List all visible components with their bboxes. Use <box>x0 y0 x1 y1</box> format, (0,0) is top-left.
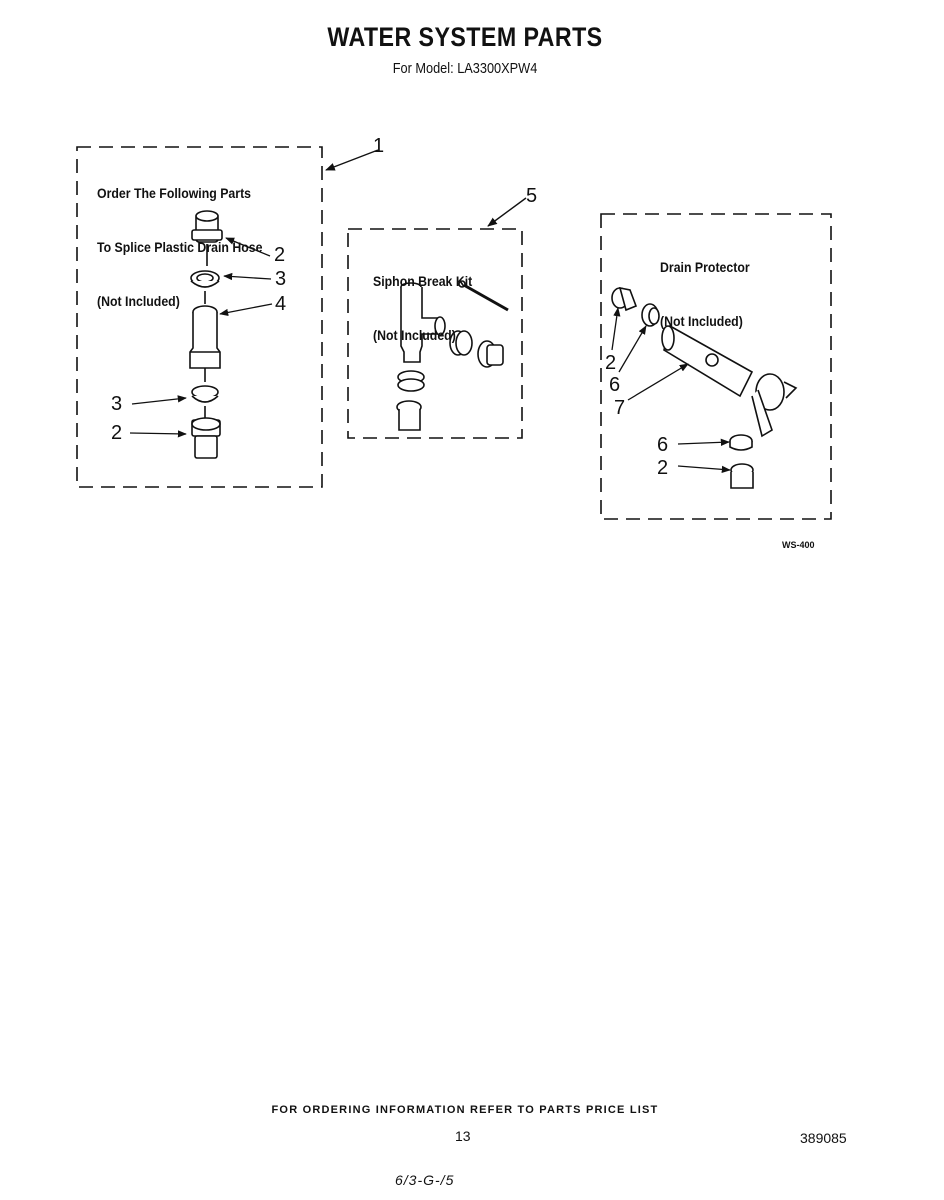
drain-protector-parts <box>611 286 798 489</box>
part-label: 2 <box>657 457 669 479</box>
drain-protector-heading: Drain Protector (Not Included) <box>660 222 750 348</box>
part-label: 4 <box>275 293 287 315</box>
drain-cap-part <box>611 286 638 312</box>
coupling-bottom-part <box>191 417 221 459</box>
siphon-tee-part <box>400 282 446 363</box>
siphon-break-kit-heading: Siphon Break Kit (Not Included) <box>373 236 472 362</box>
document-number: 389085 <box>800 1130 847 1146</box>
siphon-ring-part <box>449 330 473 356</box>
page-title: WATER SYSTEM PARTS <box>327 22 603 52</box>
splice-parts <box>189 210 223 459</box>
siphon-parts <box>396 280 509 431</box>
callout-1: 1 <box>373 135 385 157</box>
siphon-washer-part <box>397 370 425 392</box>
siphon-pin-part <box>458 280 509 312</box>
splice-kit-line: Order The Following Parts <box>97 185 252 201</box>
model-subtitle: For Model: LA3300XPW4 <box>392 60 538 77</box>
part-label: 7 <box>614 397 626 419</box>
drain-protector-line: (Not Included) <box>660 313 743 329</box>
callout-1-leader <box>325 149 379 171</box>
clamp-ring-lower-part <box>191 385 219 403</box>
part-label: 3 <box>275 268 287 290</box>
handwritten-date: 6/3-G-/5 <box>395 1172 455 1188</box>
drain-ring-lower-part <box>729 434 753 451</box>
part-label: 2 <box>274 244 286 266</box>
callout-5-leader <box>487 197 527 227</box>
clamp-ring-part <box>190 270 220 288</box>
siphon-cap-part <box>477 340 504 368</box>
callout-5: 5 <box>526 185 538 207</box>
ordering-note: FOR ORDERING INFORMATION REFER TO PARTS … <box>271 1104 659 1116</box>
siphon-kit-line: (Not Included) <box>373 327 456 343</box>
siphon-kit-line: Siphon Break Kit <box>373 273 473 289</box>
splice-connector-part <box>189 305 221 369</box>
diagram-code: WS-400 <box>782 540 815 550</box>
part-label: 6 <box>609 374 621 396</box>
drain-protector-box <box>600 213 832 520</box>
part-label: 6 <box>657 434 669 456</box>
part-label: 2 <box>605 352 617 374</box>
drain-protector-line: Drain Protector <box>660 259 750 275</box>
page-number: 13 <box>455 1128 471 1144</box>
splice-kit-box <box>76 146 323 488</box>
drain-protector-body-part <box>661 324 798 438</box>
drain-ring-part <box>641 303 660 327</box>
part-label: 3 <box>111 393 123 415</box>
siphon-break-kit-box <box>347 228 523 439</box>
part-label: 2 <box>111 422 123 444</box>
splice-kit-line: (Not Included) <box>97 293 180 309</box>
splice-kit-heading: Order The Following Parts To Splice Plas… <box>97 148 262 328</box>
siphon-coupling-part <box>396 400 422 431</box>
splice-kit-line: To Splice Plastic Drain Hose <box>97 239 263 255</box>
coupling-top-part <box>191 210 223 243</box>
drain-coupling-lower-part <box>730 463 754 489</box>
